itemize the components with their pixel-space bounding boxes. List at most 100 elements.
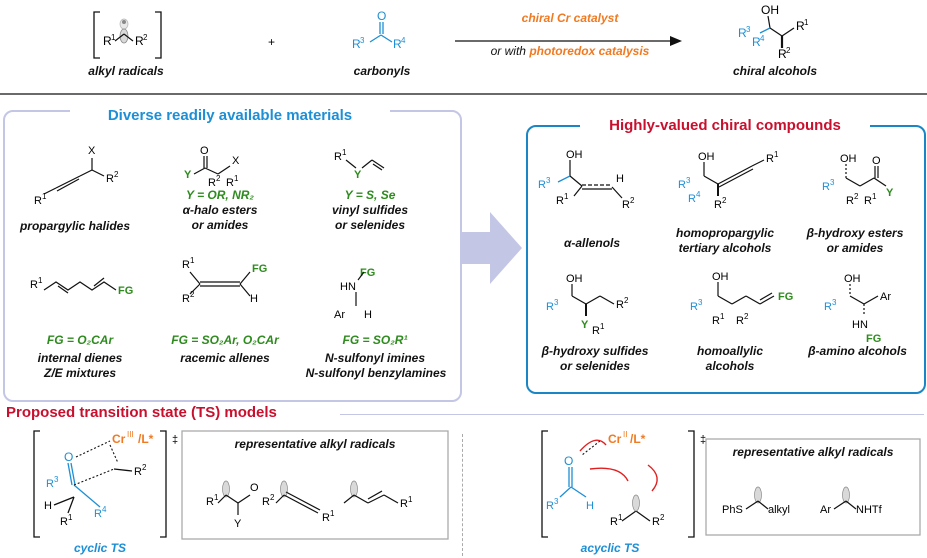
svg-text:3: 3 — [546, 176, 551, 185]
svg-text:R: R — [546, 301, 554, 313]
label-beta-amino-alcohols: β-amino alcohols — [808, 344, 907, 358]
svg-text:3: 3 — [746, 25, 751, 34]
svg-text:R: R — [622, 199, 630, 211]
svg-text:R: R — [546, 500, 554, 512]
svg-text:2: 2 — [854, 192, 859, 201]
svg-text:/L*: /L* — [138, 432, 154, 446]
svg-text:2: 2 — [630, 196, 635, 205]
svg-text:III: III — [127, 430, 134, 439]
label-tertiary-alcohols: tertiary alcohols — [678, 241, 772, 255]
svg-text:Ar: Ar — [820, 504, 831, 516]
svg-text:FG: FG — [866, 333, 881, 345]
svg-text:R: R — [738, 26, 747, 40]
ts-divider — [340, 414, 924, 415]
svg-text:R: R — [846, 195, 854, 207]
svg-text:HN: HN — [340, 281, 356, 293]
svg-text:R: R — [796, 19, 805, 33]
svg-text:2: 2 — [190, 290, 195, 299]
label-carbonyls: carbonyls — [353, 64, 411, 78]
svg-text:1: 1 — [68, 513, 73, 522]
svg-text:R: R — [393, 37, 402, 51]
svg-text:O: O — [872, 155, 881, 167]
svg-text:R: R — [46, 478, 54, 490]
svg-text:2: 2 — [143, 33, 148, 42]
label-beta-hydroxy-selenides: or selenides — [559, 359, 631, 373]
svg-text:R: R — [103, 34, 112, 48]
svg-text:R: R — [822, 181, 830, 193]
svg-text:1: 1 — [720, 312, 725, 321]
svg-text:3: 3 — [830, 178, 835, 187]
svg-text:1: 1 — [564, 192, 569, 201]
svg-text:O: O — [64, 450, 73, 464]
svg-text:‡: ‡ — [172, 434, 178, 446]
svg-text:1: 1 — [408, 495, 413, 504]
label-chiral-cr-catalyst: chiral Cr catalyst — [521, 11, 619, 25]
rep-radicals-title-right: representative alkyl radicals — [732, 445, 894, 459]
svg-text:1: 1 — [330, 509, 335, 518]
svg-text:R: R — [94, 508, 102, 520]
svg-text:FG: FG — [118, 285, 133, 297]
svg-text:X: X — [88, 145, 96, 157]
svg-text:Ar: Ar — [334, 309, 345, 321]
svg-text:OH: OH — [712, 271, 729, 283]
svg-text:R: R — [678, 179, 686, 191]
svg-text:Cr: Cr — [608, 432, 622, 446]
svg-text:R: R — [206, 496, 214, 508]
svg-text:R: R — [616, 299, 624, 311]
svg-text:R: R — [592, 325, 600, 337]
svg-text:O: O — [564, 454, 573, 468]
label-homopropargylic: homopropargylic — [675, 226, 774, 240]
svg-text:HN: HN — [852, 319, 868, 331]
svg-text:FG: FG — [778, 291, 793, 303]
label-chiral-alcohols: chiral alcohols — [732, 64, 818, 78]
label-cyclic-ts: cyclic TS — [73, 541, 127, 555]
note-dienes: FG = O₂CAr — [46, 333, 114, 347]
svg-text:1: 1 — [872, 192, 877, 201]
svg-text:NHTf: NHTf — [856, 504, 883, 516]
svg-text:Y: Y — [234, 518, 242, 530]
label-vinyl-sulfides: vinyl sulfides — [331, 203, 409, 217]
svg-text:1: 1 — [190, 256, 195, 265]
svg-text:2: 2 — [722, 196, 727, 205]
label-vinyl-selenides: or selenides — [334, 218, 406, 232]
svg-text:4: 4 — [401, 36, 406, 45]
svg-text:OH: OH — [761, 3, 779, 17]
label-n-sulfonyl-imines: N-sulfonyl imines — [324, 351, 425, 365]
svg-text:Y: Y — [886, 187, 894, 199]
label-beta-hydroxy-esters: β-hydroxy esters — [806, 226, 904, 240]
svg-text:R: R — [824, 301, 832, 313]
svg-text:OH: OH — [566, 273, 583, 285]
svg-text:1: 1 — [618, 513, 623, 522]
label-alkyl-radicals: alkyl radicals — [88, 64, 164, 78]
svg-text:2: 2 — [114, 170, 119, 179]
svg-text:3: 3 — [698, 298, 703, 307]
label-propargylic-halides: propargylic halides — [19, 219, 131, 233]
svg-text:R: R — [226, 177, 234, 189]
svg-text:R: R — [334, 151, 342, 163]
svg-text:H: H — [250, 293, 258, 305]
svg-text:II: II — [623, 430, 627, 439]
svg-text:3: 3 — [554, 298, 559, 307]
svg-text:1: 1 — [342, 148, 347, 157]
svg-text:1: 1 — [42, 192, 47, 201]
svg-text:R: R — [208, 177, 216, 189]
svg-text:H: H — [586, 500, 594, 512]
svg-text:4: 4 — [760, 34, 765, 43]
svg-text:OH: OH — [844, 273, 861, 285]
label-alpha-halo-esters: α-halo esters — [182, 203, 258, 217]
chiral-compounds-title: Highly-valued chiral compounds — [580, 117, 870, 134]
label-racemic-allenes: racemic allenes — [180, 351, 270, 365]
svg-text:Ar: Ar — [880, 291, 891, 303]
svg-text:2: 2 — [270, 493, 275, 502]
svg-text:R: R — [690, 301, 698, 313]
label-n-sulfonyl-benzylamines: N-sulfonyl benzylamines — [305, 366, 447, 380]
materials-panel-title: Diverse readily available materials — [70, 107, 390, 124]
label-ze-mixtures: Z/E mixtures — [43, 366, 117, 380]
svg-text:FG: FG — [360, 267, 375, 279]
svg-text:R: R — [752, 35, 761, 49]
ts-vertical-divider — [462, 434, 463, 556]
svg-text:R: R — [322, 512, 330, 524]
svg-text:R: R — [864, 195, 872, 207]
